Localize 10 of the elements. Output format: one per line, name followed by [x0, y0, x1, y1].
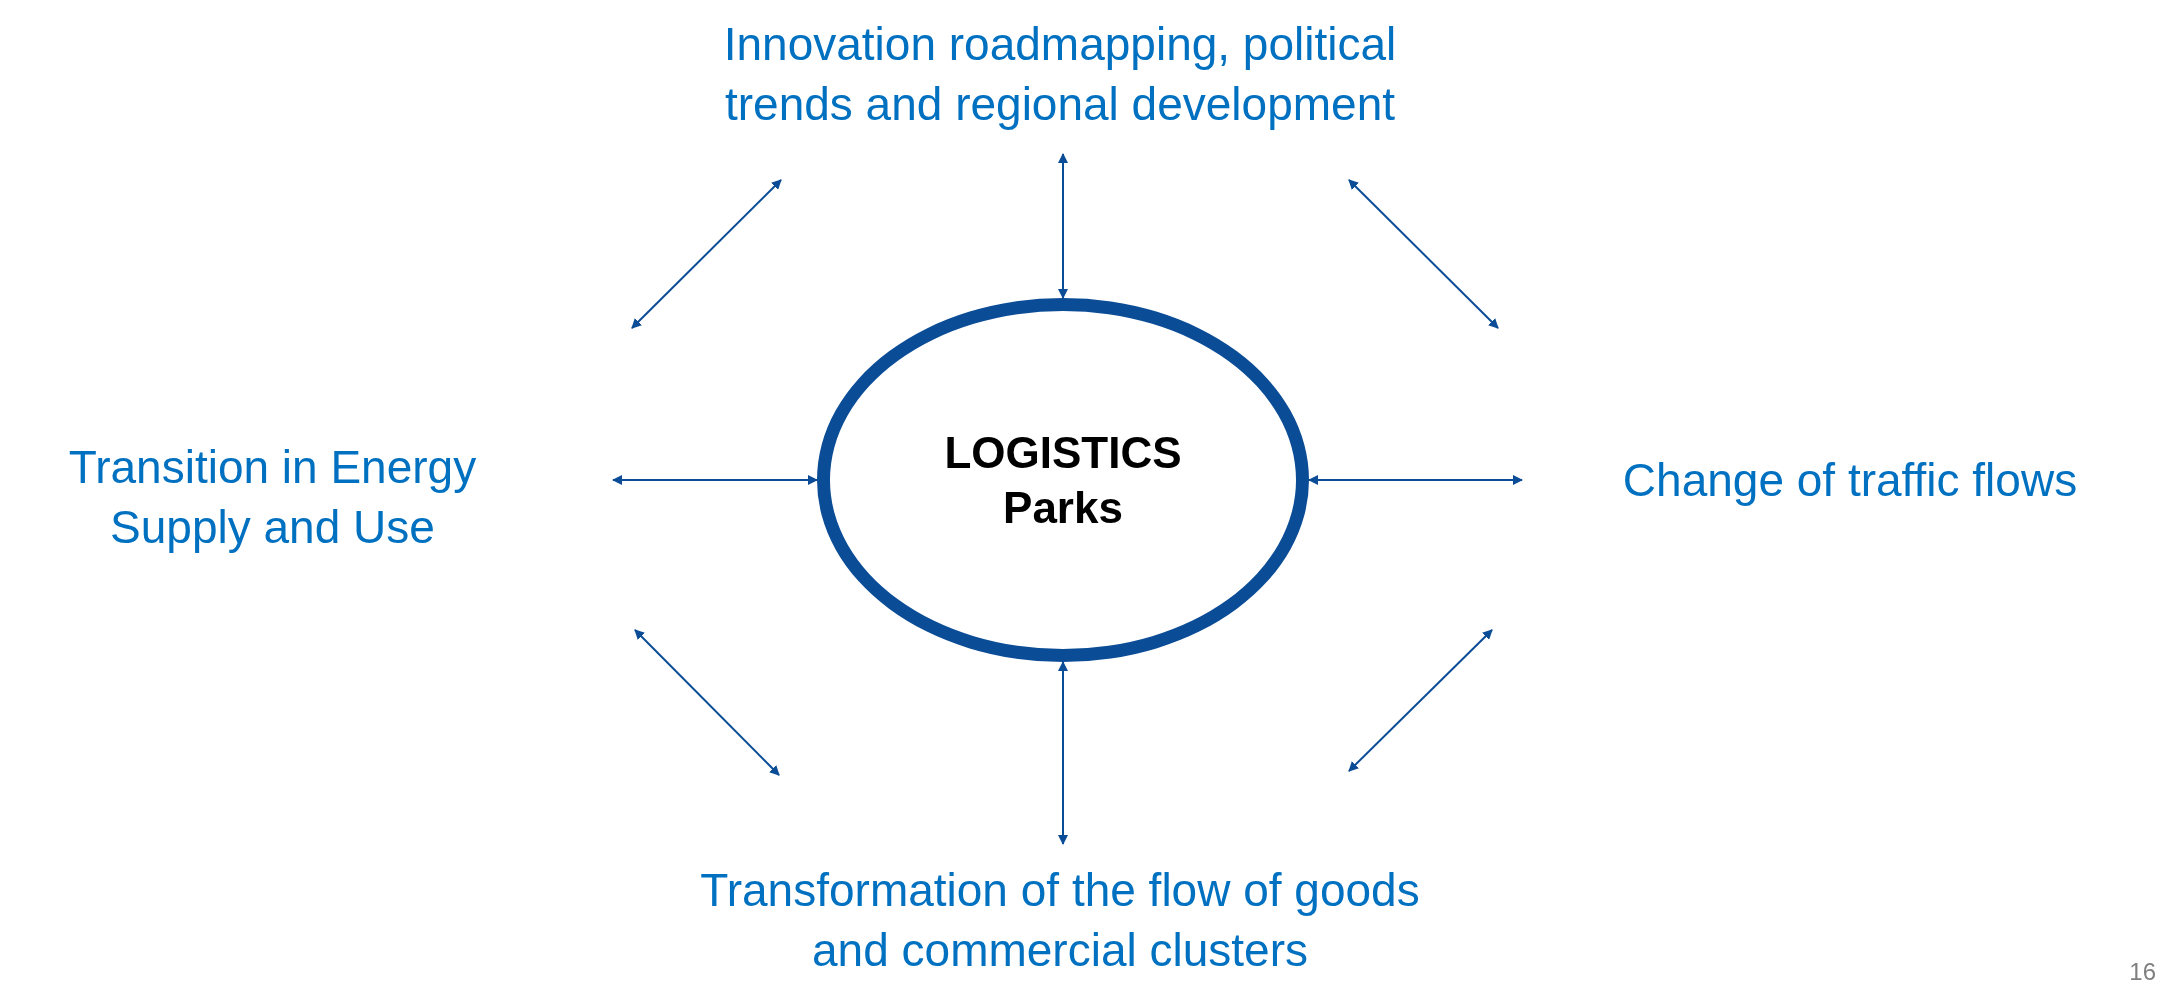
center-title: LOGISTICS Parks [943, 427, 1183, 534]
double-arrow [1058, 153, 1068, 299]
double-arrow [1058, 661, 1068, 845]
double-arrow [1308, 475, 1523, 485]
topic-text: Transformation of the flow of goods and commercial clusters [699, 863, 1421, 978]
page-number: 16 [2129, 958, 2156, 986]
double-arrow [612, 475, 818, 485]
topic-text: Change of traffic flows [1622, 453, 2078, 509]
topic-text: Innovation roadmapping, political trends and regional development [722, 17, 1398, 132]
topic-text: Transition in Energy Supply and Use [67, 440, 478, 555]
